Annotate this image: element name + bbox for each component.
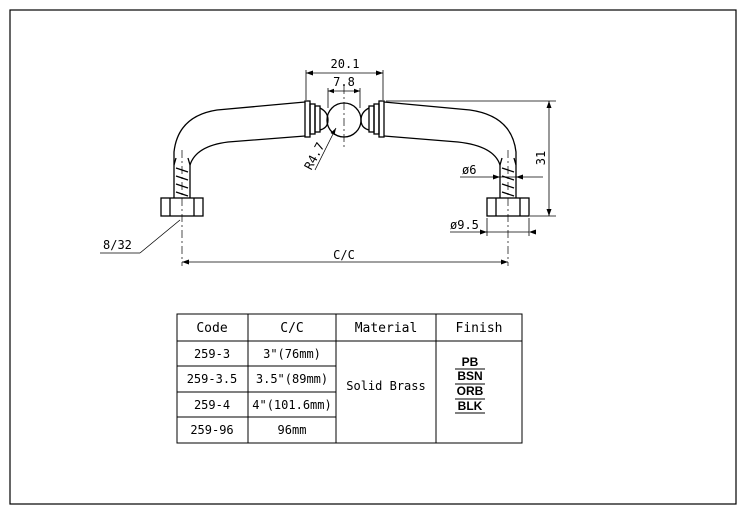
radius-dimension-label: R4.7 bbox=[302, 140, 328, 172]
dimension-lines bbox=[100, 70, 556, 263]
handle-outline bbox=[160, 100, 530, 217]
width-dimension-label: 20.1 bbox=[331, 57, 360, 71]
finish-orb: ORB bbox=[457, 384, 484, 398]
row-cc: 4"(101.6mm) bbox=[252, 398, 331, 412]
header-finish: Finish bbox=[456, 321, 503, 336]
row-cc: 96mm bbox=[278, 423, 307, 437]
center-lines bbox=[181, 86, 509, 266]
height-dimension-label: 31 bbox=[534, 151, 548, 165]
header-code: Code bbox=[196, 321, 227, 336]
drawing-border bbox=[9, 9, 737, 505]
row-code: 259-96 bbox=[190, 423, 233, 437]
finish-bsn: BSN bbox=[457, 369, 482, 383]
row-cc: 3"(76mm) bbox=[263, 347, 321, 361]
header-material: Material bbox=[355, 321, 418, 336]
center-to-center-label: C/C bbox=[333, 248, 355, 262]
table-grid bbox=[176, 313, 523, 444]
finish-blk: BLK bbox=[458, 399, 483, 413]
ball-width-dimension-label: 7.8 bbox=[333, 75, 355, 89]
base-diameter-label: ø9.5 bbox=[450, 218, 479, 232]
finish-separators bbox=[455, 368, 485, 414]
dimension-arrows bbox=[182, 70, 552, 265]
header-cc: C/C bbox=[280, 321, 303, 336]
material-cell: Solid Brass bbox=[346, 379, 425, 393]
row-cc: 3.5"(89mm) bbox=[256, 372, 328, 386]
row-code: 259-3 bbox=[194, 347, 230, 361]
row-code: 259-4 bbox=[194, 398, 230, 412]
finish-pb: PB bbox=[462, 355, 479, 369]
screw-size-label: 8/32 bbox=[103, 238, 132, 252]
row-code: 259-3.5 bbox=[187, 372, 238, 386]
spec-table: Code C/C Material Finish 259-3 3"(76mm) … bbox=[176, 313, 523, 444]
post-diameter-label: ø6 bbox=[462, 163, 476, 177]
